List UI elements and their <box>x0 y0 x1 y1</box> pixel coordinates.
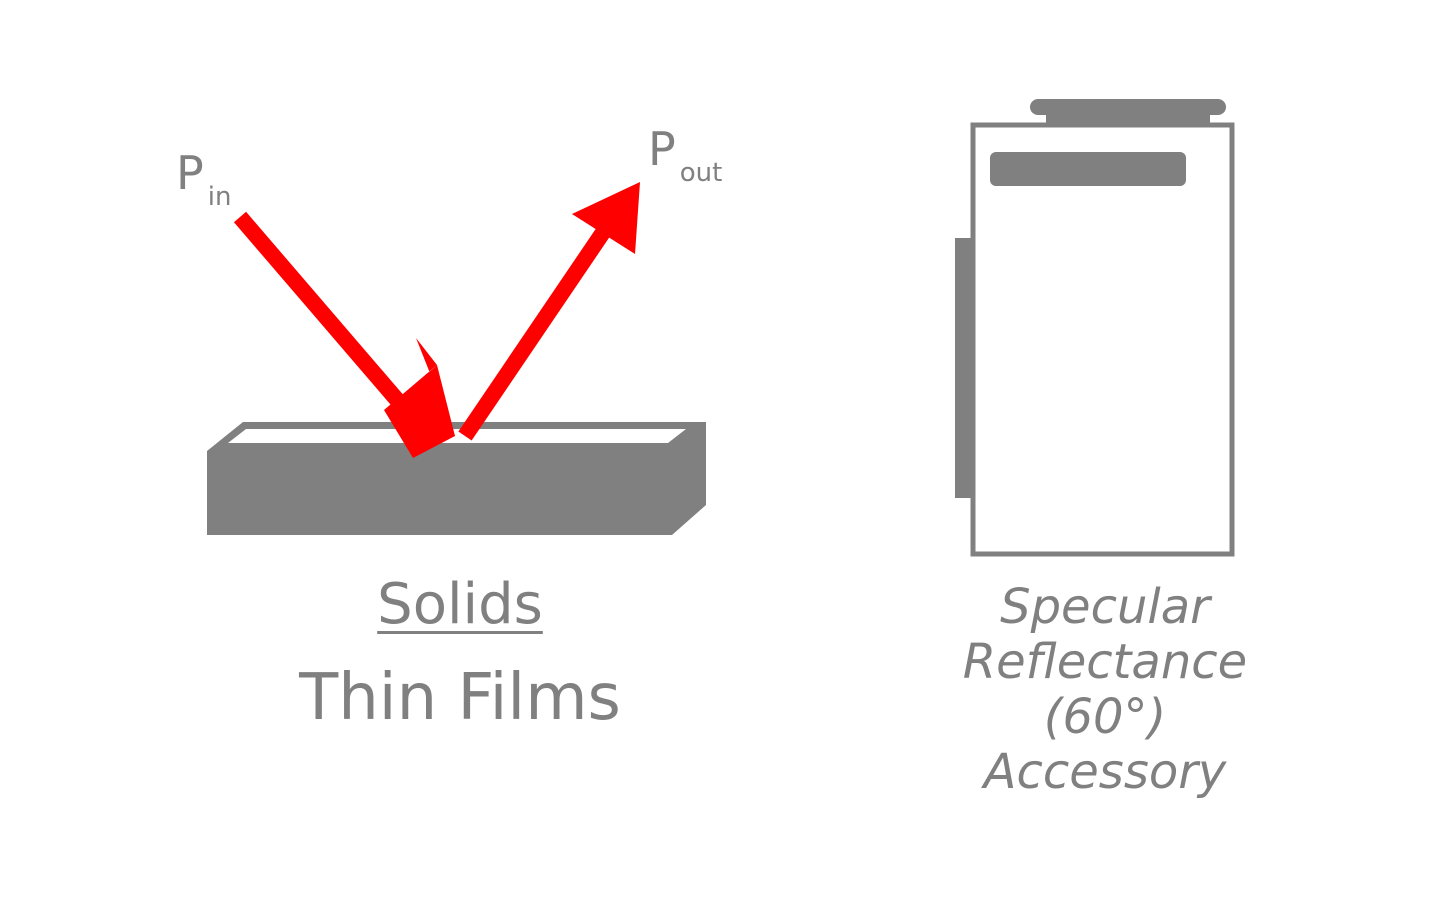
solids-caption: Solids <box>260 572 660 638</box>
accessory-line-1: Specular <box>1000 579 1210 635</box>
accessory-caption: Specular Reflectance (60°) Accessory <box>900 580 1310 800</box>
specular-reflectance-accessory-icon <box>955 99 1235 557</box>
reflected-p: P <box>648 122 676 176</box>
solids-text: Solids <box>377 572 543 637</box>
incident-p: P <box>176 146 204 200</box>
accessory-line-4: Accessory <box>983 744 1227 800</box>
reflected-subscript: out <box>679 158 723 188</box>
incident-beam-arrow-icon <box>233 211 455 458</box>
thin-films-caption: Thin Films <box>299 661 621 735</box>
reflected-beam-arrow-icon <box>458 182 640 441</box>
accessory-line-3: (60°) <box>1043 689 1167 745</box>
sample-block-icon <box>207 422 706 535</box>
accessory-line-2: Reflectance <box>962 634 1248 690</box>
incident-subscript: in <box>207 182 232 212</box>
